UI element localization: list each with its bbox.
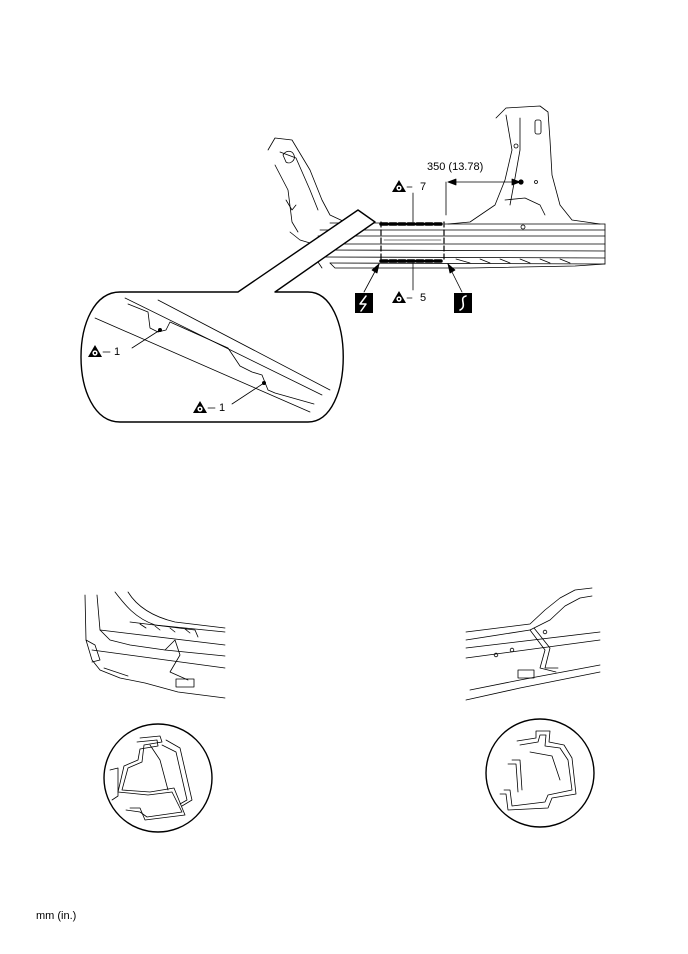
rocker-panel-view [267,105,606,269]
units-note: mm (in.) [36,910,77,922]
spot-weld-triangle-icon [391,290,407,304]
detail-callout-bubble [80,209,376,423]
lightning-cut-icon [355,293,373,313]
dimension-label: 350 (13.78) [427,161,484,173]
cut-section-box [379,221,446,263]
right-section-view [465,587,601,701]
callout-number-1b: 1 [219,402,226,414]
callout-number-7: 7 [420,181,427,193]
s-curve-cut-icon [454,293,472,313]
callout-number-1a: 1 [114,346,121,358]
dimension-line [445,178,524,216]
detail-panel-lines [94,297,331,413]
left-cross-section-circle [103,723,213,833]
callout-number-5: 5 [420,292,427,304]
cut-arrows [363,263,463,293]
spot-weld-triangle-icon [391,179,407,193]
left-section-view [84,591,226,699]
right-cross-section-circle [485,718,595,828]
